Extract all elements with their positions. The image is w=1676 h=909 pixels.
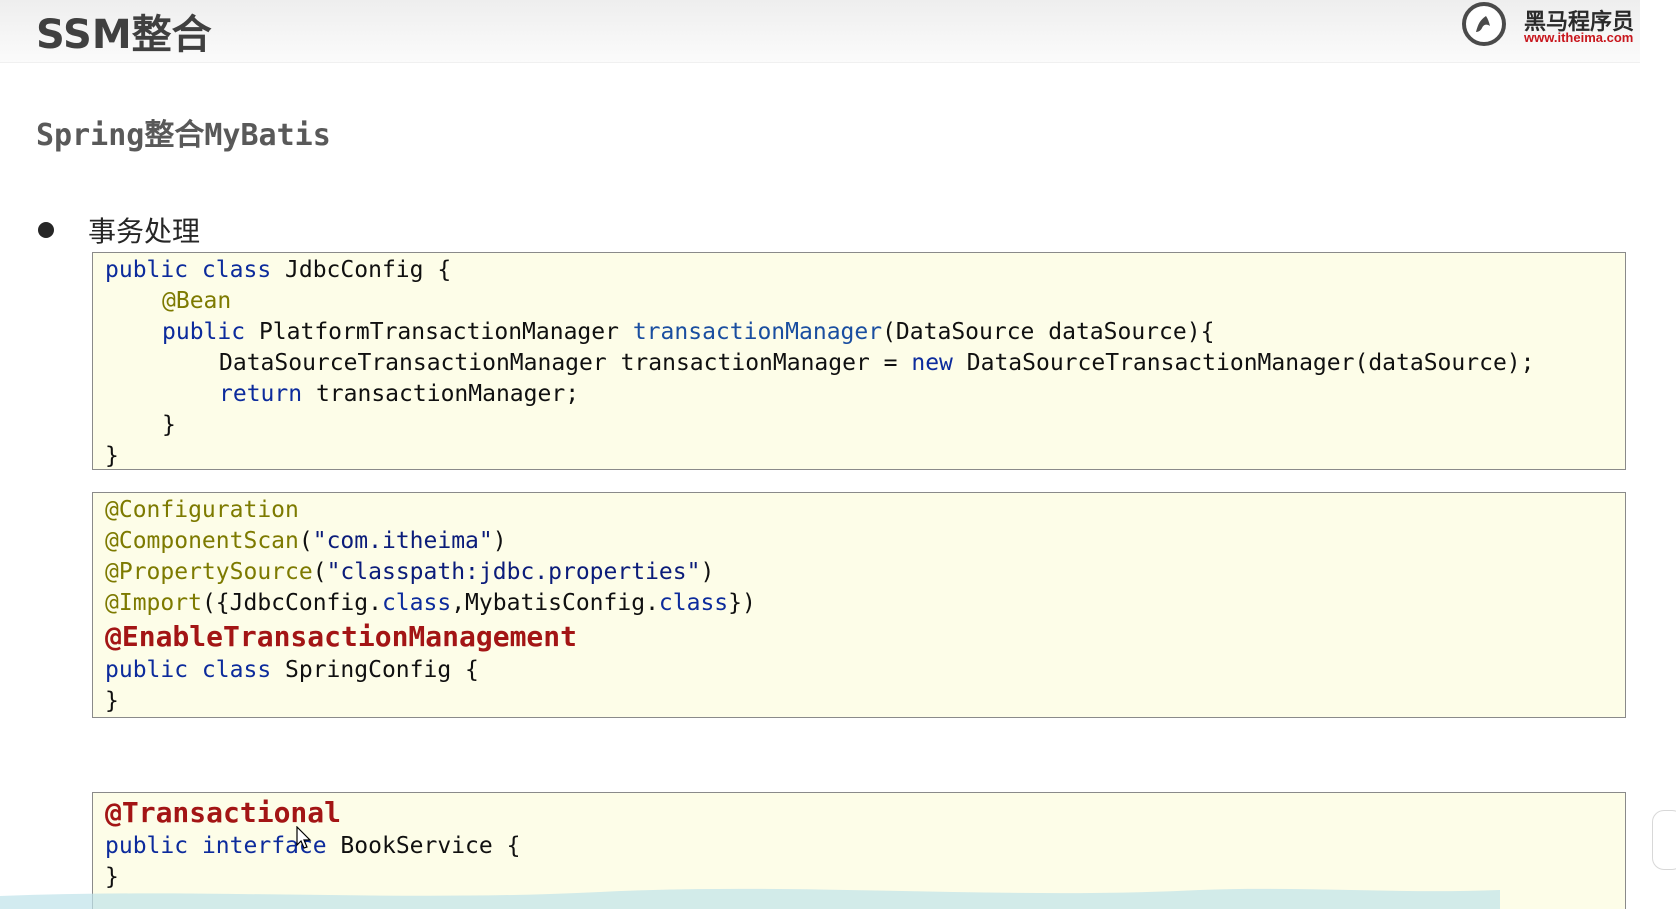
code-string: "com.itheima" — [312, 528, 493, 554]
code-text: SpringConfig { — [271, 657, 479, 683]
code-line: public interface BookService { — [105, 831, 1625, 862]
code-keyword: return — [219, 381, 303, 407]
code-annotation: @Bean — [162, 288, 232, 314]
code-text: DataSourceTransactionManager(dataSource)… — [952, 350, 1535, 376]
code-block-spring-config: @Configuration @ComponentScan("com.ithei… — [92, 492, 1626, 718]
code-annotation: @PropertySource — [105, 559, 313, 585]
code-line: DataSourceTransactionManager transaction… — [105, 348, 1625, 379]
code-text: JdbcConfig { — [271, 257, 452, 283]
code-line: @Bean — [105, 286, 1625, 317]
code-annotation: @Import — [105, 590, 202, 616]
code-text: PlatformTransactionManager — [245, 319, 633, 345]
code-keyword: class — [658, 590, 729, 616]
code-text: ( — [298, 528, 313, 554]
code-text: (DataSource dataSource){ — [882, 319, 1215, 345]
code-text: } — [105, 864, 119, 890]
code-text: transactionManager; — [302, 381, 580, 407]
code-text: }) — [728, 590, 756, 616]
code-line: @PropertySource("classpath:jdbc.properti… — [105, 557, 1625, 588]
code-keyword: new — [911, 350, 953, 376]
code-line: } — [105, 410, 1625, 441]
brand-name: 黑马程序员 — [1524, 10, 1635, 35]
code-line: public class SpringConfig { — [105, 655, 1625, 686]
code-text: BookService { — [326, 833, 521, 859]
code-annotation: @ComponentScan — [105, 528, 299, 554]
horse-logo-icon — [1462, 2, 1506, 46]
code-keyword: public class — [105, 657, 272, 683]
code-block-jdbc-config: public class JdbcConfig { @Bean public P… — [92, 252, 1626, 470]
code-keyword: public class — [105, 257, 272, 283]
code-text: ( — [312, 559, 327, 585]
section-subtitle: Spring整合MyBatis — [36, 118, 331, 153]
code-method: transactionManager — [632, 319, 883, 345]
code-text: ) — [700, 559, 715, 585]
side-handle[interactable] — [1652, 810, 1676, 870]
code-line: @ComponentScan("com.itheima") — [105, 526, 1625, 557]
code-text: } — [105, 688, 119, 714]
code-keyword: class — [381, 590, 452, 616]
code-text: ,MybatisConfig. — [451, 590, 659, 616]
code-annotation: @Configuration — [105, 497, 299, 523]
slide-title: SSM整合 — [36, 12, 212, 58]
mouse-cursor-icon — [296, 826, 312, 849]
code-text: } — [105, 443, 119, 469]
code-line: public class JdbcConfig { — [105, 255, 1625, 286]
code-keyword: public — [105, 833, 189, 859]
code-text — [188, 833, 202, 859]
bullet-text: 事务处理 — [88, 215, 201, 248]
decorative-wave — [0, 888, 1500, 909]
slide-header: SSM整合 — [0, 0, 1640, 63]
brand-url: www.itheima.com — [1524, 30, 1634, 45]
brand-logo: 黑马程序员 www.itheima.com — [1462, 2, 1652, 50]
code-text: ) — [492, 528, 507, 554]
code-line: } — [105, 686, 1625, 717]
code-line: @Import({JdbcConfig.class,MybatisConfig.… — [105, 588, 1625, 619]
code-line: public PlatformTransactionManager transa… — [105, 317, 1625, 348]
code-text: } — [162, 412, 176, 438]
code-text: DataSourceTransactionManager transaction… — [219, 350, 912, 376]
code-line: } — [105, 441, 1625, 472]
code-block-book-service: @Transactional public interface BookServ… — [92, 792, 1626, 909]
code-line-emphasis: @EnableTransactionManagement — [105, 620, 578, 653]
code-text: ({JdbcConfig. — [201, 590, 382, 616]
code-line: @Configuration — [105, 495, 1625, 526]
code-line: return transactionManager; — [105, 379, 1625, 410]
code-line: } — [105, 862, 1625, 893]
code-line-emphasis: @Transactional — [105, 796, 342, 829]
bullet-dot-icon — [38, 222, 54, 238]
code-string: "classpath:jdbc.properties" — [326, 559, 701, 585]
code-keyword: public — [162, 319, 246, 345]
